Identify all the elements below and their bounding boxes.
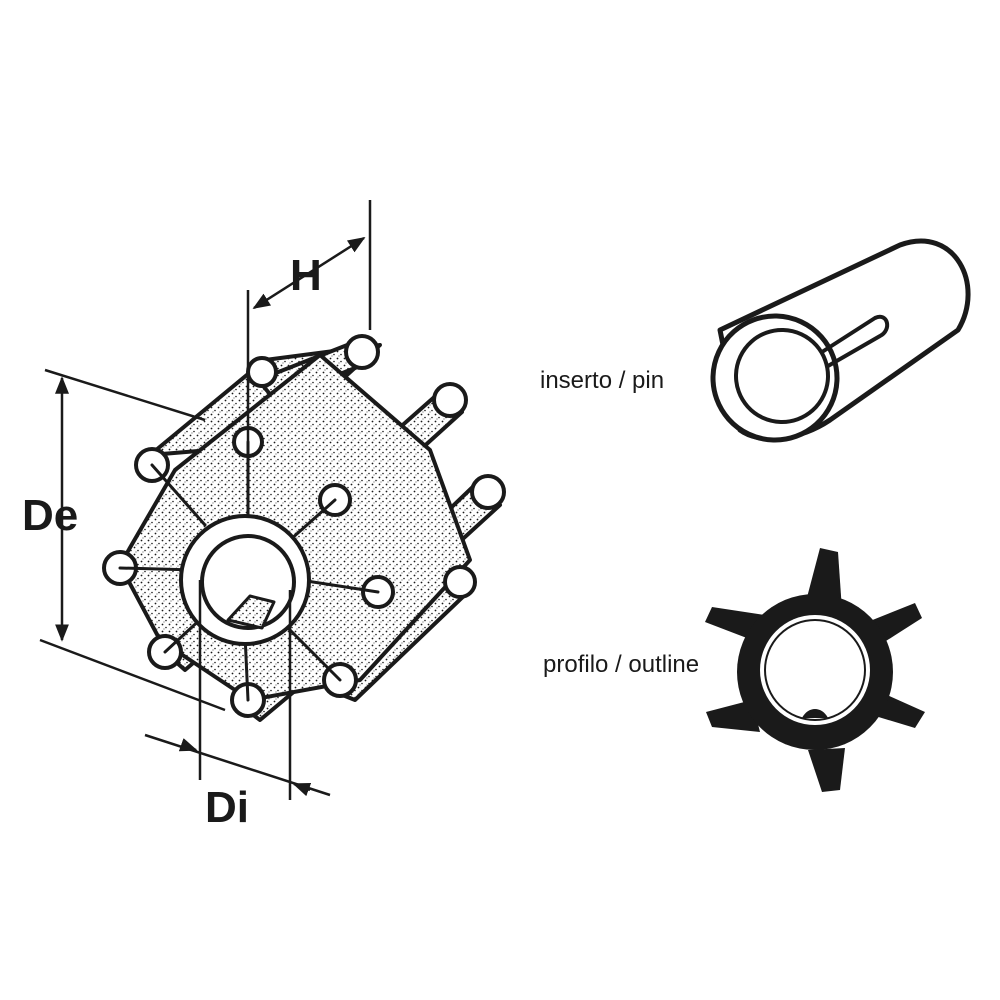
impeller-blade-tips: [102, 334, 506, 718]
insert-pin-drawing: [710, 238, 971, 443]
impeller-drawing: [102, 334, 506, 722]
label-outer-diameter: De: [22, 491, 78, 540]
profile-outline-drawing: [705, 548, 925, 792]
impeller-keyway: [226, 594, 276, 630]
label-height: H: [290, 251, 322, 300]
dimension-lines: [39, 200, 372, 800]
label-inner-diameter: Di: [205, 783, 249, 832]
label-insert: inserto / pin: [540, 367, 664, 394]
label-outline: profilo / outline: [543, 651, 699, 678]
